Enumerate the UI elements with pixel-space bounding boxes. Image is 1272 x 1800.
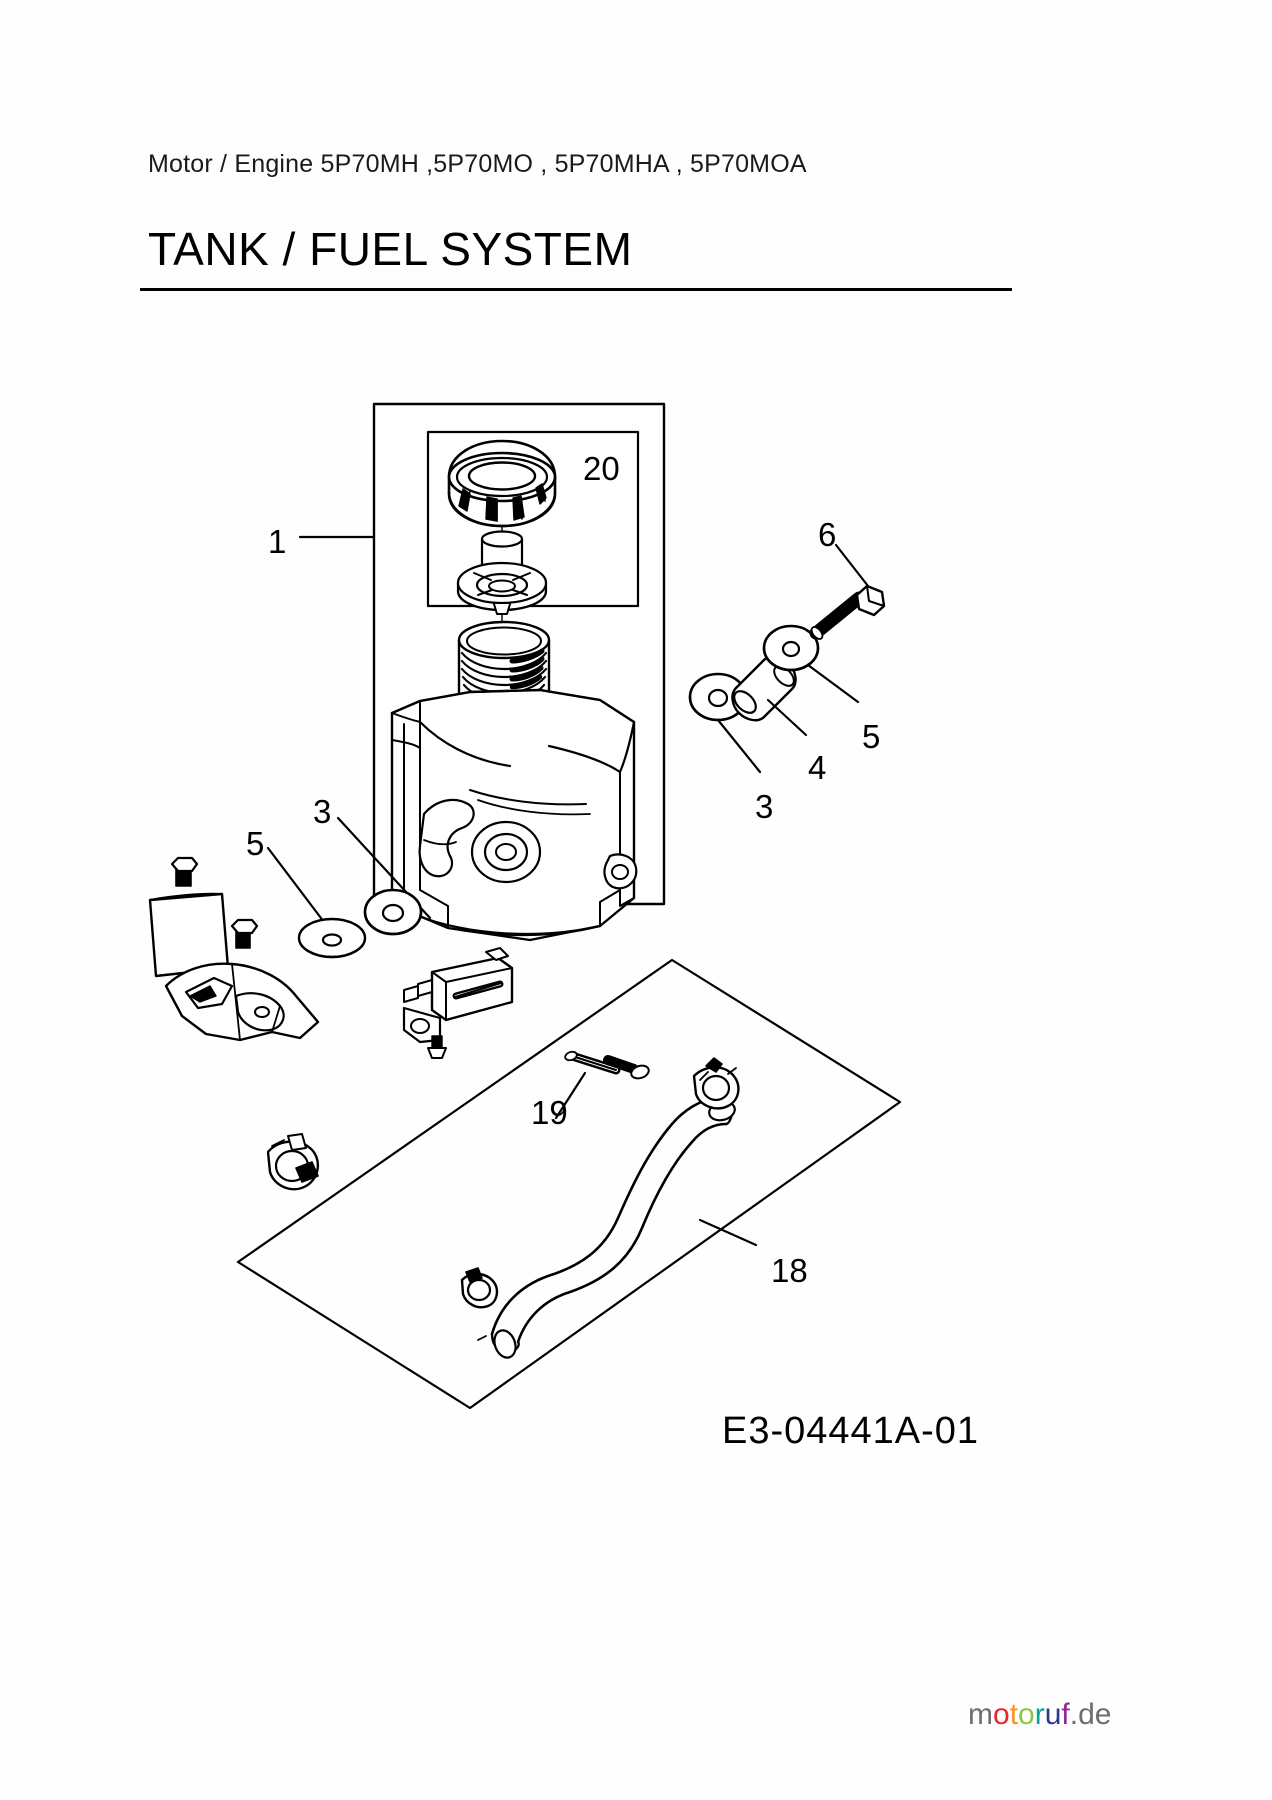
washer-3-left-icon [363,888,423,936]
page-title: TANK / FUEL SYSTEM [148,223,633,275]
fuel-filter-icon [564,1050,650,1080]
leader-18 [698,1218,758,1247]
leader-3-left [336,816,432,920]
filler-neck [457,638,551,768]
washer-5-left-icon [297,917,367,959]
drawing-number: E3-04441A-01 [722,1410,980,1452]
engine-model-line: Motor / Engine 5P70MH ,5P70MO , 5P70MHA … [148,150,807,178]
watermark-suffix: .de [1069,1698,1112,1731]
callout-6: 6 [818,516,837,553]
title-divider [140,288,1012,291]
callout-3-right: 3 [755,788,774,825]
vent-valve-icon [480,530,524,577]
leader-3-right [716,718,762,774]
leader-5-right [806,663,860,704]
callout-19: 19 [531,1094,568,1131]
fuel-line-group-box [236,958,902,1410]
watermark-letter-u: u [1044,1698,1062,1731]
fuel-hose-icon [477,1096,736,1359]
fuel-tank-icon [390,620,638,942]
leader-6 [834,543,870,588]
callout-18: 18 [771,1252,808,1289]
callout-1: 1 [268,523,287,560]
hex-bolt-icon [809,584,886,640]
motoruf-watermark: motoruf.de [968,1698,1111,1732]
callout-5-left: 5 [246,825,265,862]
washer-3-right-icon [688,672,748,722]
hose-clamp-left-icon [266,1133,319,1191]
hose-clamp-upper-icon [692,1057,740,1110]
callout-5-right: 5 [862,718,881,755]
watermark-letter-o1: o [993,1698,1010,1731]
tank-assembly-box [372,402,666,906]
mount-bracket-icon [148,856,320,1042]
callout-20: 20 [583,450,620,487]
hose-clamp-lower-icon [460,1267,499,1309]
callout-4: 4 [808,749,827,786]
watermark-letter-o2: o [1018,1698,1035,1731]
leader-5-left [266,846,332,932]
spacer-sleeve-icon [731,655,797,722]
strap-bracket-icon [402,947,514,1059]
cap-gasket-icon [456,561,548,615]
watermark-letter-f: f [1061,1698,1070,1731]
watermark-letter-m: m [968,1698,993,1731]
fuel-cap-icon [447,439,557,528]
watermark-letter-r: r [1034,1698,1045,1731]
leader-4 [766,698,808,737]
watermark-letter-t: t [1009,1698,1019,1731]
washer-5-right-icon [762,624,820,672]
callout-3-left: 3 [313,793,332,830]
